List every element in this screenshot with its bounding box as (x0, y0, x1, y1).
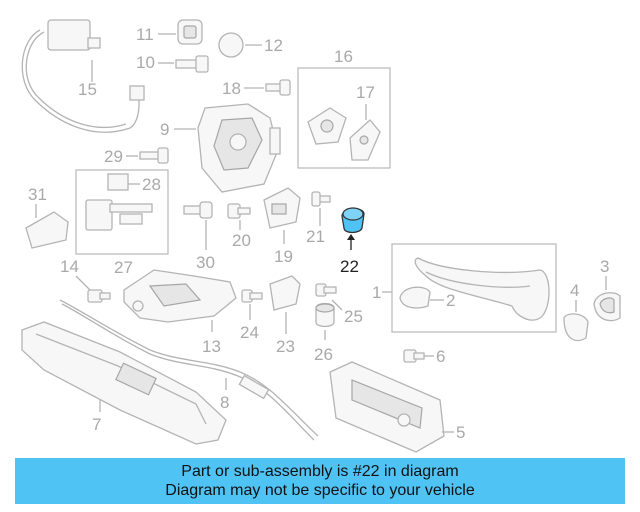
part-22-highlighted[interactable] (341, 207, 365, 234)
callout-26: 26 (314, 345, 333, 364)
part-19-striker (263, 187, 301, 229)
part-info-banner: Part or sub-assembly is #22 in diagram D… (15, 458, 625, 504)
part-12-cap (218, 32, 244, 58)
callout-19: 19 (274, 247, 293, 266)
part-8-cable (59, 299, 319, 441)
callout-24: 24 (240, 323, 259, 342)
part-17-pad (349, 119, 381, 161)
banner-line-2: Diagram may not be specific to your vehi… (165, 482, 475, 499)
callout-10: 10 (136, 53, 155, 72)
callout-14: 14 (60, 257, 79, 276)
part-5-carrier (329, 361, 445, 453)
callout-9: 9 (160, 120, 169, 139)
part-4-gasket (563, 313, 589, 342)
part-26-plug (315, 302, 335, 328)
callout-15: 15 (78, 80, 97, 99)
callout-23: 23 (276, 337, 295, 356)
part-27-check (85, 199, 153, 231)
callout-4: 4 (570, 281, 579, 300)
callout-20: 20 (232, 231, 251, 250)
callout-8: 8 (220, 393, 229, 412)
part-11-plug (177, 19, 203, 45)
part-2-escutcheon (399, 286, 431, 309)
part-21-screw (311, 191, 331, 207)
box-1 (391, 243, 557, 333)
part-24-bolt (241, 289, 263, 303)
part-6-screw (403, 349, 425, 363)
part-15-cable (21, 19, 145, 133)
part-20-bolt (227, 203, 251, 219)
callout-22: 22 (340, 257, 359, 276)
callout-6: 6 (436, 347, 445, 366)
part-29-bolt (139, 147, 169, 164)
callout-12: 12 (264, 36, 283, 55)
callout-27: 27 (114, 258, 133, 277)
callout-11: 11 (136, 25, 154, 44)
part-31-bumper (25, 211, 69, 249)
part-30-bolt (183, 201, 213, 219)
part-3-cover (593, 292, 621, 322)
callout-25: 25 (344, 307, 363, 326)
part-9-latch (197, 103, 281, 193)
callout-30: 30 (196, 253, 215, 272)
callout-5: 5 (456, 423, 465, 442)
part-1-handle (414, 257, 550, 321)
parts-diagram: 15 11 12 10 18 9 29 16 (21, 19, 621, 453)
callout-13: 13 (202, 337, 221, 356)
part-18-bolt (265, 79, 291, 96)
box-16 (297, 67, 391, 169)
banner-line-1: Part or sub-assembly is #22 in diagram (181, 463, 459, 480)
part-25-screw (315, 283, 337, 297)
callout-3: 3 (600, 257, 609, 276)
part-14-bolt (87, 289, 111, 303)
part-10-bolt (175, 55, 209, 73)
part-16-bracket (307, 107, 347, 145)
part-23-striker (269, 275, 301, 311)
callout-18: 18 (222, 79, 241, 98)
callout-17: 17 (356, 83, 375, 102)
callout-2: 2 (446, 291, 455, 310)
part-13-bracket (123, 269, 237, 323)
callout-21: 21 (306, 227, 325, 246)
callout-28: 28 (142, 175, 161, 194)
callout-16: 16 (334, 47, 353, 66)
callout-1: 1 (372, 283, 381, 302)
callout-7: 7 (92, 415, 101, 434)
callout-31: 31 (28, 185, 47, 204)
callout-29: 29 (104, 147, 123, 166)
part-28-clip (107, 173, 129, 191)
box-27 (75, 169, 169, 255)
part-7-panel (21, 321, 227, 445)
